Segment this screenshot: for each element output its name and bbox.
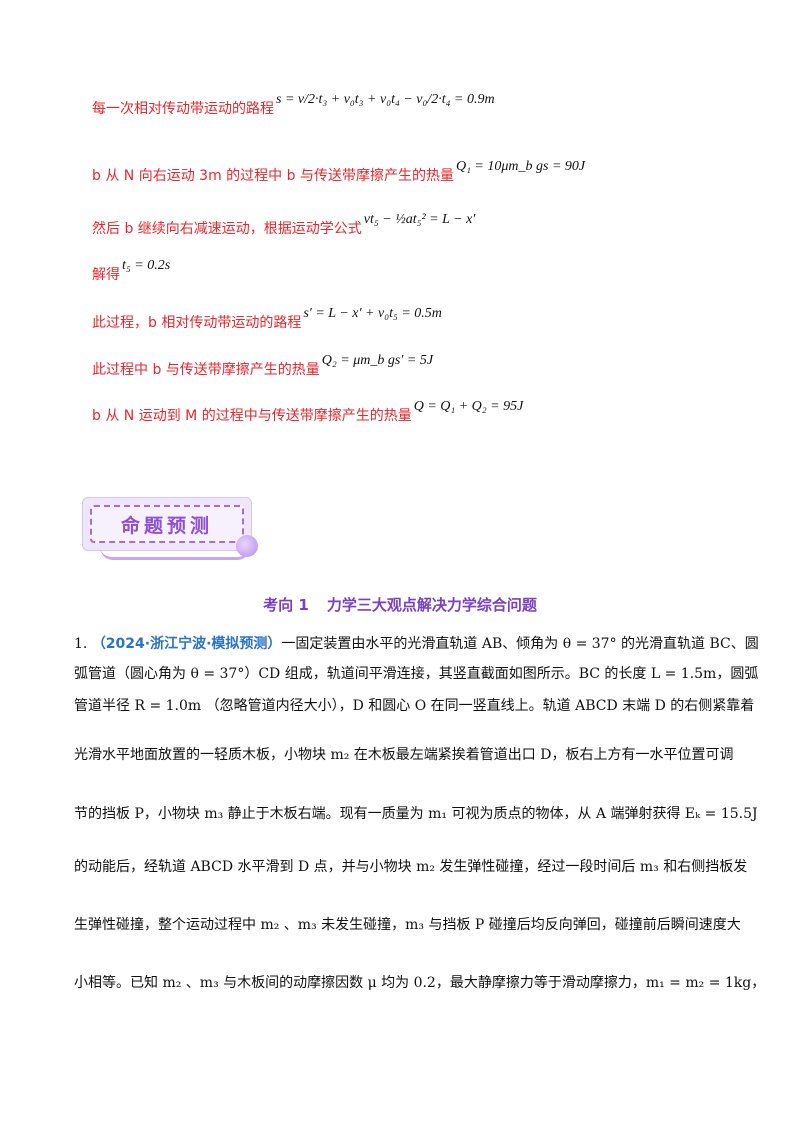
banner-title: 命题预测 xyxy=(120,515,213,537)
section-title-text: 力学三大观点解决力学综合问题 xyxy=(326,596,537,614)
banner-dashed-border xyxy=(90,505,244,543)
problem-number: 1. xyxy=(74,636,88,652)
solution-text: 此过程中 b 与传送带摩擦产生的热量 xyxy=(92,362,320,378)
banner-decoration-dot xyxy=(236,535,258,557)
solution-line-4: 解得 t₅ = 0.2s xyxy=(92,258,170,284)
solution-text: 每一次相对传动带运动的路程 xyxy=(92,101,274,117)
problem-source: （2024·浙江宁波·模拟预测） xyxy=(91,636,282,652)
solution-formula: vt₅ − ½at₅² = L − x′ xyxy=(363,212,476,227)
solution-line-7: b 从 N 运动到 M 的过程中与传送带摩擦产生的热量 Q = Q₁ + Q₂ … xyxy=(92,399,523,425)
section-label: 考向 1 xyxy=(263,596,309,614)
solution-line-1: 每一次相对传动带运动的路程 s = v/2·t₃ + v₀t₃ + v₀t₄ −… xyxy=(92,92,495,118)
problem-line-3: 管道半径 R = 1.0m （忽略管道内径大小），D 和圆心 O 在同一竖直线上… xyxy=(74,698,755,714)
solution-line-6: 此过程中 b 与传送带摩擦产生的热量 Q₂ = μm_b gs′ = 5J xyxy=(92,353,433,379)
section-heading: 考向 1 力学三大观点解决力学综合问题 xyxy=(0,594,800,615)
banner-decoration-curve xyxy=(100,547,250,560)
solution-text: b 从 N 向右运动 3m 的过程中 b 与传送带摩擦产生的热量 xyxy=(92,168,454,184)
problem-line-4: 光滑水平地面放置的一轻质木板，小物块 m₂ 在木板最左端紧挨着管道出口 D，板右… xyxy=(74,747,734,763)
solution-formula: t₅ = 0.2s xyxy=(122,258,171,273)
solution-formula: s = v/2·t₃ + v₀t₃ + v₀t₄ − v₀/2·t₄ = 0.9… xyxy=(276,92,495,107)
problem-text: 一固定装置由水平的光滑直轨道 AB、倾角为 θ = 37° 的光滑直轨道 BC、… xyxy=(281,636,759,652)
solution-line-2: b 从 N 向右运动 3m 的过程中 b 与传送带摩擦产生的热量 Q₁ = 10… xyxy=(92,159,585,185)
solution-formula: Q = Q₁ + Q₂ = 95J xyxy=(413,399,524,414)
problem-line-5: 节的挡板 P，小物块 m₃ 静止于木板右端。现有一质量为 m₁ 可视为质点的物体… xyxy=(74,806,758,822)
section-banner: 命题预测 xyxy=(82,497,258,560)
solution-text: b 从 N 运动到 M 的过程中与传送带摩擦产生的热量 xyxy=(92,408,412,424)
problem-line-6: 的动能后，经轨道 ABCD 水平滑到 D 点，并与小物块 m₂ 发生弹性碰撞，经… xyxy=(74,859,748,875)
problem-line-1: 1. （2024·浙江宁波·模拟预测）一固定装置由水平的光滑直轨道 AB、倾角为… xyxy=(74,633,759,653)
solution-line-3: 然后 b 继续向右减速运动，根据运动学公式 vt₅ − ½at₅² = L − … xyxy=(92,212,475,238)
solution-text: 此过程，b 相对传动带运动的路程 xyxy=(92,315,302,331)
problem-line-2: 弧管道（圆心角为 θ = 37°）CD 组成，轨道间平滑连接，其竖直截面如图所示… xyxy=(74,666,759,682)
solution-text: 解得 xyxy=(92,267,120,283)
solution-formula: Q₁ = 10μm_b gs = 90J xyxy=(455,159,586,174)
solution-formula: Q₂ = μm_b gs′ = 5J xyxy=(321,353,434,368)
problem-line-8: 小相等。已知 m₂ 、m₃ 与木板间的动摩擦因数 μ 均为 0.2，最大静摩擦力… xyxy=(74,975,766,991)
solution-line-5: 此过程，b 相对传动带运动的路程 s′ = L − x′ + v₀t₅ = 0.… xyxy=(92,306,442,332)
problem-line-7: 生弹性碰撞，整个运动过程中 m₂ 、m₃ 未发生碰撞，m₃ 与挡板 P 碰撞后均… xyxy=(74,917,741,933)
solution-formula: s′ = L − x′ + v₀t₅ = 0.5m xyxy=(303,306,442,321)
solution-text: 然后 b 继续向右减速运动，根据运动学公式 xyxy=(92,221,362,237)
